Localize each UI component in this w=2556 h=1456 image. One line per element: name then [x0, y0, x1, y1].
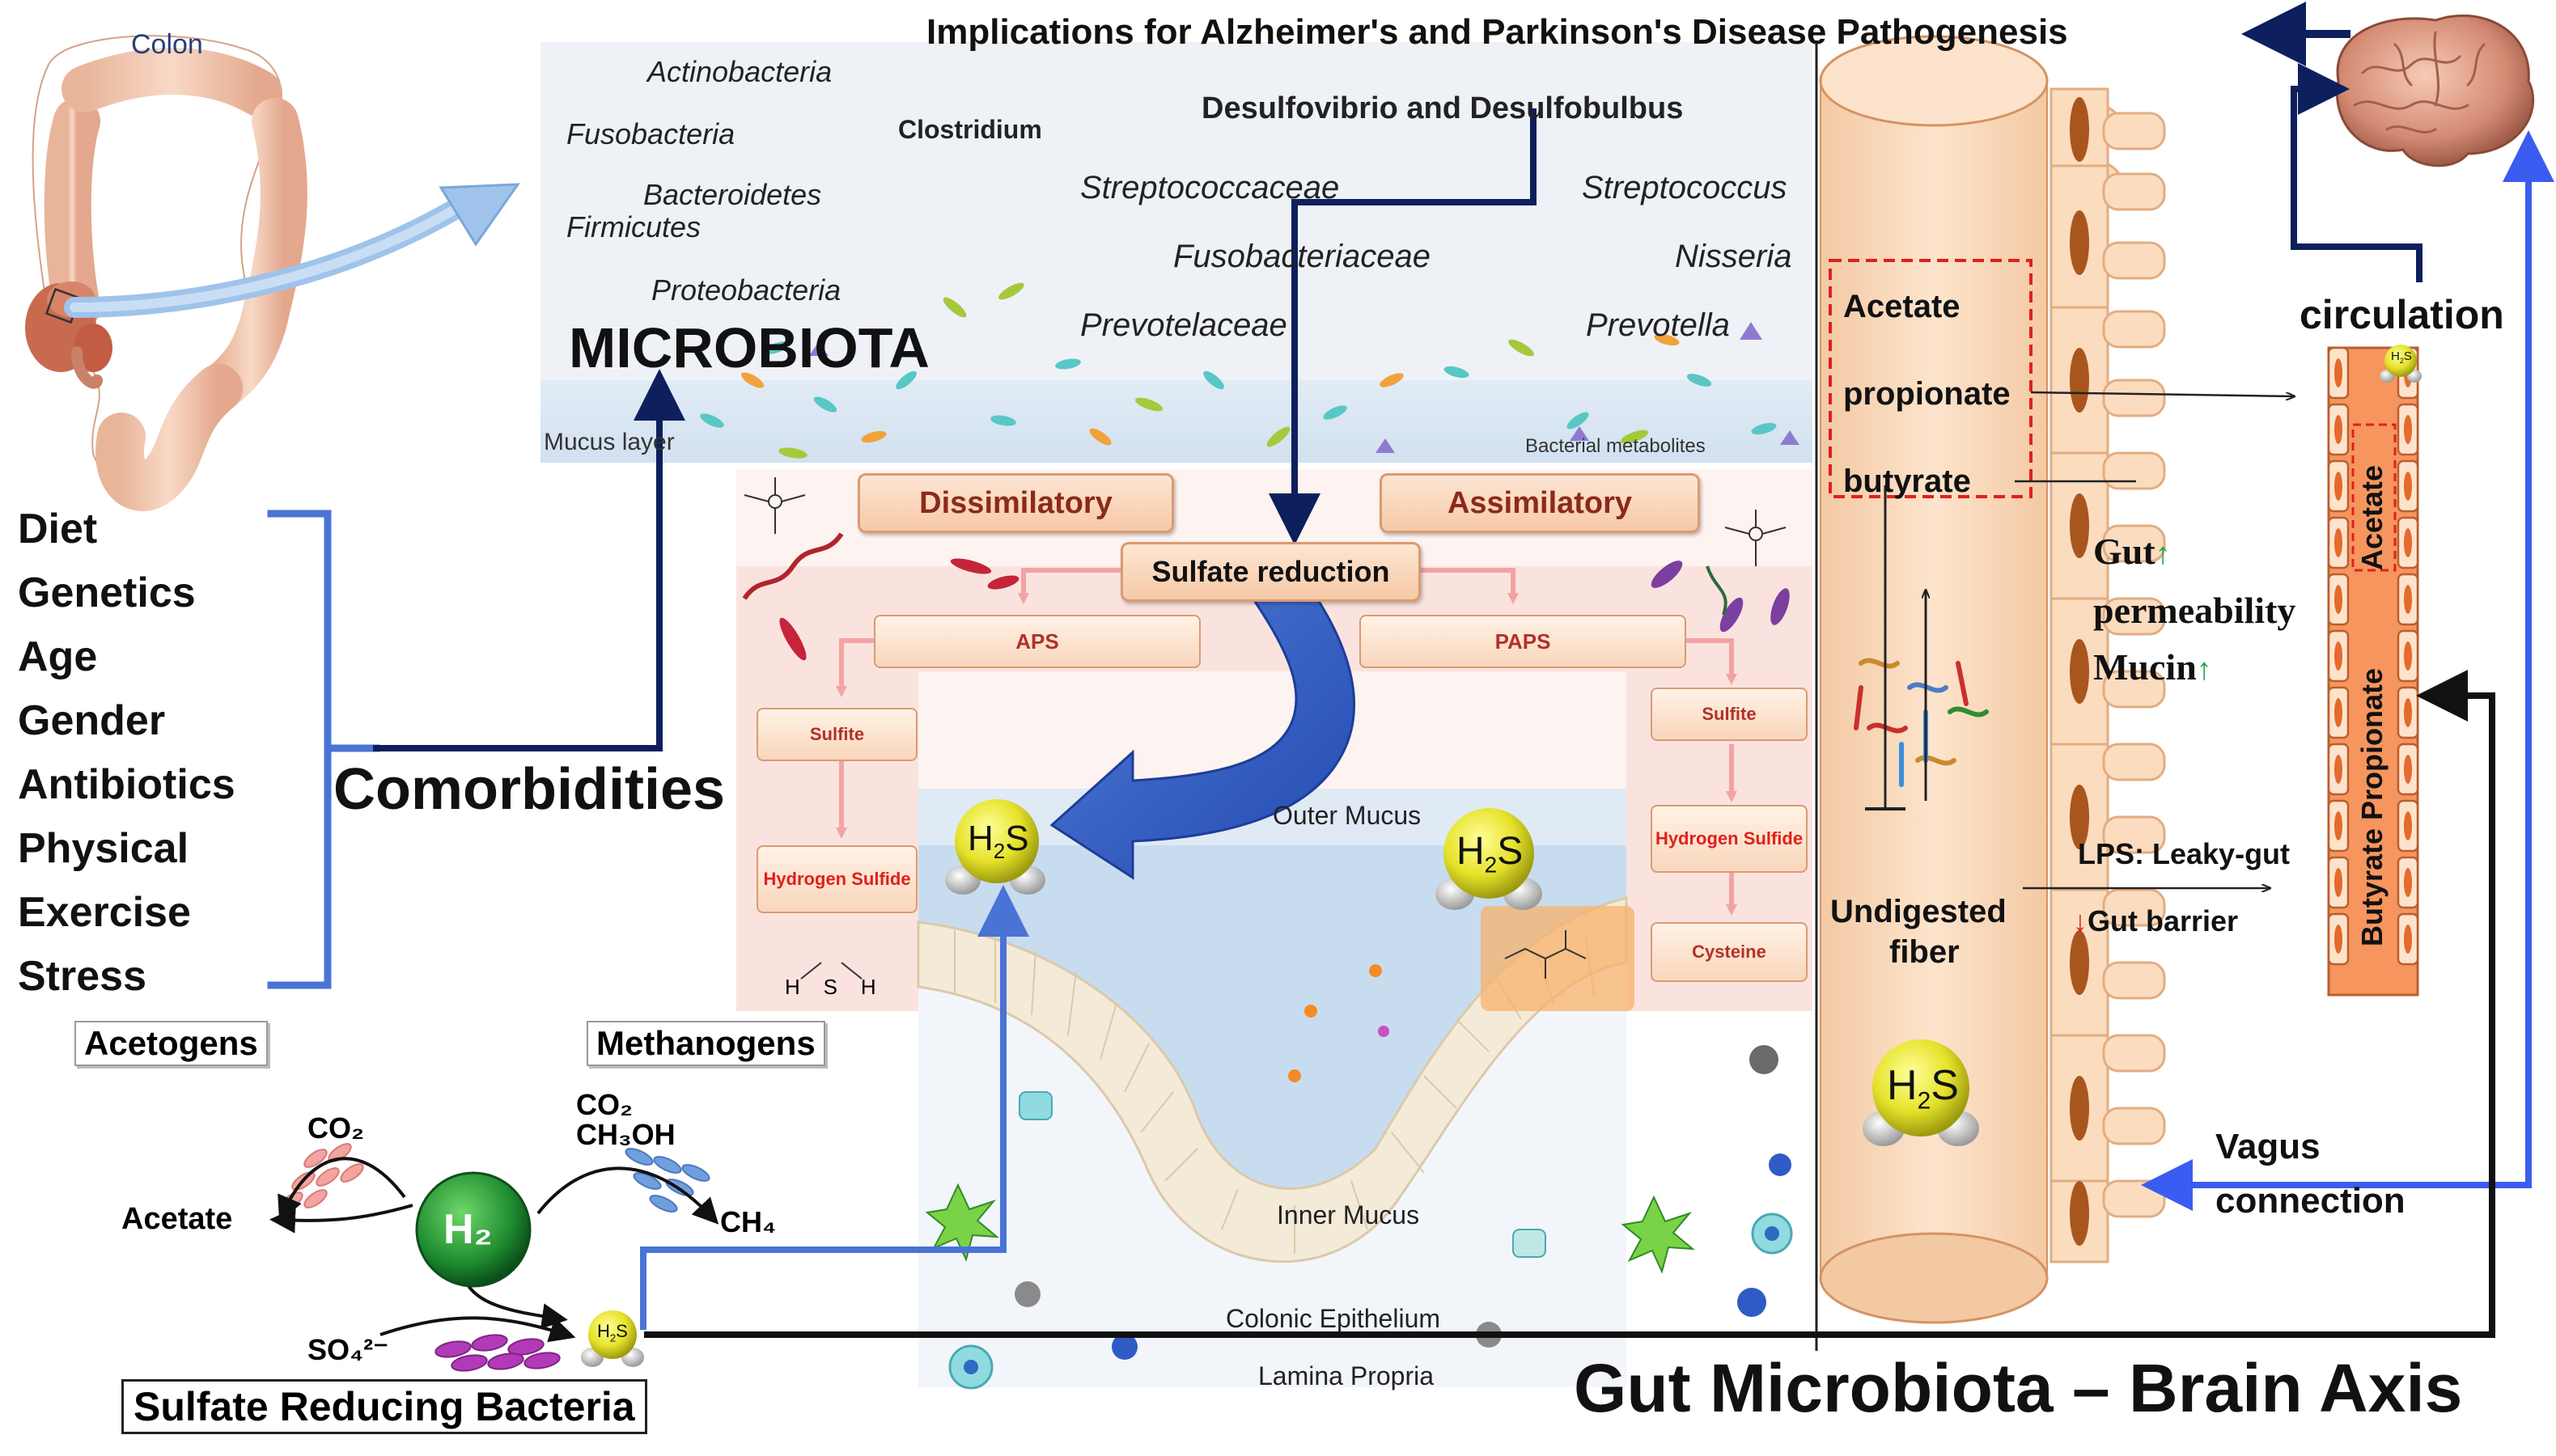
factor-item: Stress — [18, 953, 146, 1000]
co2-right-label: CO₂ — [576, 1088, 633, 1121]
co2-left-label: CO₂ — [307, 1111, 364, 1145]
ch4-label: CH₄ — [720, 1205, 777, 1238]
scfa-item: propionate — [1843, 376, 2011, 412]
circulation-vessel — [2327, 346, 2419, 997]
factor-item: Genetics — [18, 569, 196, 616]
vagus-label: Vagus — [2215, 1127, 2321, 1166]
lamina-propria-label: Lamina Propria — [1258, 1361, 1434, 1390]
flow-arrows — [267, 2, 2554, 1338]
h2s-label-srb: H2S — [597, 1321, 628, 1344]
colonic-epithelium-label: Colonic Epithelium — [1226, 1304, 1441, 1333]
undigested-label: Undigested — [1830, 894, 2007, 929]
h2-label: H₂ — [443, 1206, 493, 1253]
circulation-butyrate-propionate-label: Butyrate Propionate — [2355, 667, 2389, 946]
scfa-item: butyrate — [1843, 463, 1971, 499]
cysteine-box: Cysteine — [1651, 922, 1808, 982]
brain-illustration — [2336, 14, 2534, 167]
h2s-label-mucus: H2S — [1456, 830, 1524, 878]
taxon-proteobacteria: Proteobacteria — [651, 273, 841, 307]
colon-label: Colon — [131, 29, 203, 60]
sulfate-reduction-box: Sulfate reduction — [1121, 542, 1421, 602]
gut-barrier-label: ↓Gut barrier — [2073, 904, 2239, 938]
ch3oh-label: CH₃OH — [576, 1118, 676, 1151]
taxon-clostridium: Clostridium — [898, 115, 1042, 144]
taxon-desulfovibrio-desulfobulbus: Desulfovibrio and Desulfobulbus — [1202, 91, 1684, 125]
comorbidities-label: Comorbidities — [333, 757, 726, 822]
mucus-layer-label: Mucus layer — [544, 429, 675, 455]
dissimilatory-box: Dissimilatory — [858, 473, 1174, 533]
factor-item: Exercise — [18, 889, 191, 936]
assimilatory-box: Assimilatory — [1380, 473, 1700, 533]
gut-permeability-label-2: permeability — [2093, 590, 2296, 631]
methanogens-label: Methanogens — [587, 1021, 825, 1066]
taxon-prevotelaceae: Prevotelaceae — [1080, 307, 1287, 343]
factor-item: Antibiotics — [18, 761, 235, 808]
sulfite-left-box: Sulfite — [757, 708, 918, 761]
factor-item: Age — [18, 633, 98, 680]
factor-item: Diet — [18, 506, 98, 552]
circulation-label: circulation — [2300, 292, 2504, 337]
colon-illustration — [25, 35, 520, 511]
mucin-label: Mucin↑ — [2093, 646, 2212, 688]
vagus-connection-label: connection — [2215, 1181, 2406, 1221]
fiber-label: fiber — [1889, 934, 1960, 970]
paps-box: PAPS — [1359, 615, 1686, 668]
inner-mucus-label: Inner Mucus — [1277, 1200, 1420, 1230]
hydrogen-sulfide-left-box: Hydrogen Sulfide — [757, 845, 918, 913]
scfa-list: Acetate propionate butyrate — [1843, 263, 2011, 525]
taxon-streptococcaceae: Streptococcaceae — [1080, 170, 1340, 205]
h2s-molecule-outer — [945, 799, 1045, 895]
factor-item: Gender — [18, 697, 166, 744]
lps-label: LPS: Leaky-gut — [2078, 837, 2291, 870]
h2s-molecule-circulation — [2380, 345, 2422, 383]
taxon-fusobacteria: Fusobacteria — [566, 117, 735, 150]
risk-factors-list: Diet Genetics Age Gender Antibiotics Phy… — [18, 497, 235, 1009]
sulfate-ion-left — [744, 477, 806, 534]
outer-mucus-label: Outer Mucus — [1273, 801, 1422, 830]
gut-permeability-label: Gut↑ — [2093, 531, 2171, 572]
axis-title: Gut Microbiota – Brain Axis — [1574, 1350, 2463, 1426]
taxon-prevotella: Prevotella — [1586, 307, 1730, 343]
acetate-label: Acetate — [121, 1202, 233, 1236]
taxon-bacteroidetes: Bacteroidetes — [643, 178, 822, 211]
acetogens-label: Acetogens — [74, 1021, 268, 1066]
microbiota-panel — [540, 42, 1812, 463]
so4-label: SO₄²⁻ — [307, 1333, 389, 1366]
hydrogen-sulfide-right-box: Hydrogen Sulfide — [1651, 805, 1808, 873]
h2s-label-outer: H2S — [968, 819, 1029, 863]
h2s-molecule-srb — [581, 1310, 644, 1367]
taxon-actinobacteria: Actinobacteria — [647, 55, 833, 88]
sulfite-right-box: Sulfite — [1651, 688, 1808, 741]
h2s-molecule-mucus — [1435, 808, 1542, 910]
sulfate-to-h2s-arrow — [1049, 593, 1356, 880]
bacterial-metabolites-label: Bacterial metabolites — [1525, 435, 1706, 457]
microbiota-title: MICROBIOTA — [569, 316, 930, 379]
h2s-label-gut: H2S — [1887, 1062, 1959, 1115]
h2s-molecule-gut — [1863, 1039, 1979, 1146]
top-title: Implications for Alzheimer's and Parkins… — [926, 12, 2068, 52]
taxon-nisseria: Nisseria — [1675, 239, 1792, 274]
sulfate-ion-right — [1724, 510, 1787, 566]
h2s-label-circulation: H2S — [2391, 349, 2412, 365]
hsh-molecule-label: H S H — [785, 975, 876, 999]
taxon-firmicutes: Firmicutes — [566, 210, 702, 243]
scfa-item: Acetate — [1843, 289, 1960, 324]
circulation-acetate-label: Acetate — [2355, 464, 2389, 570]
metabolism-panel — [61, 1026, 898, 1442]
factor-item: Physical — [18, 825, 189, 872]
srb-label: Sulfate Reducing Bacteria — [121, 1379, 647, 1434]
taxon-streptococcus: Streptococcus — [1582, 170, 1787, 205]
taxon-fusobacteriaceae: Fusobacteriaceae — [1173, 239, 1431, 274]
aps-box: APS — [874, 615, 1201, 668]
